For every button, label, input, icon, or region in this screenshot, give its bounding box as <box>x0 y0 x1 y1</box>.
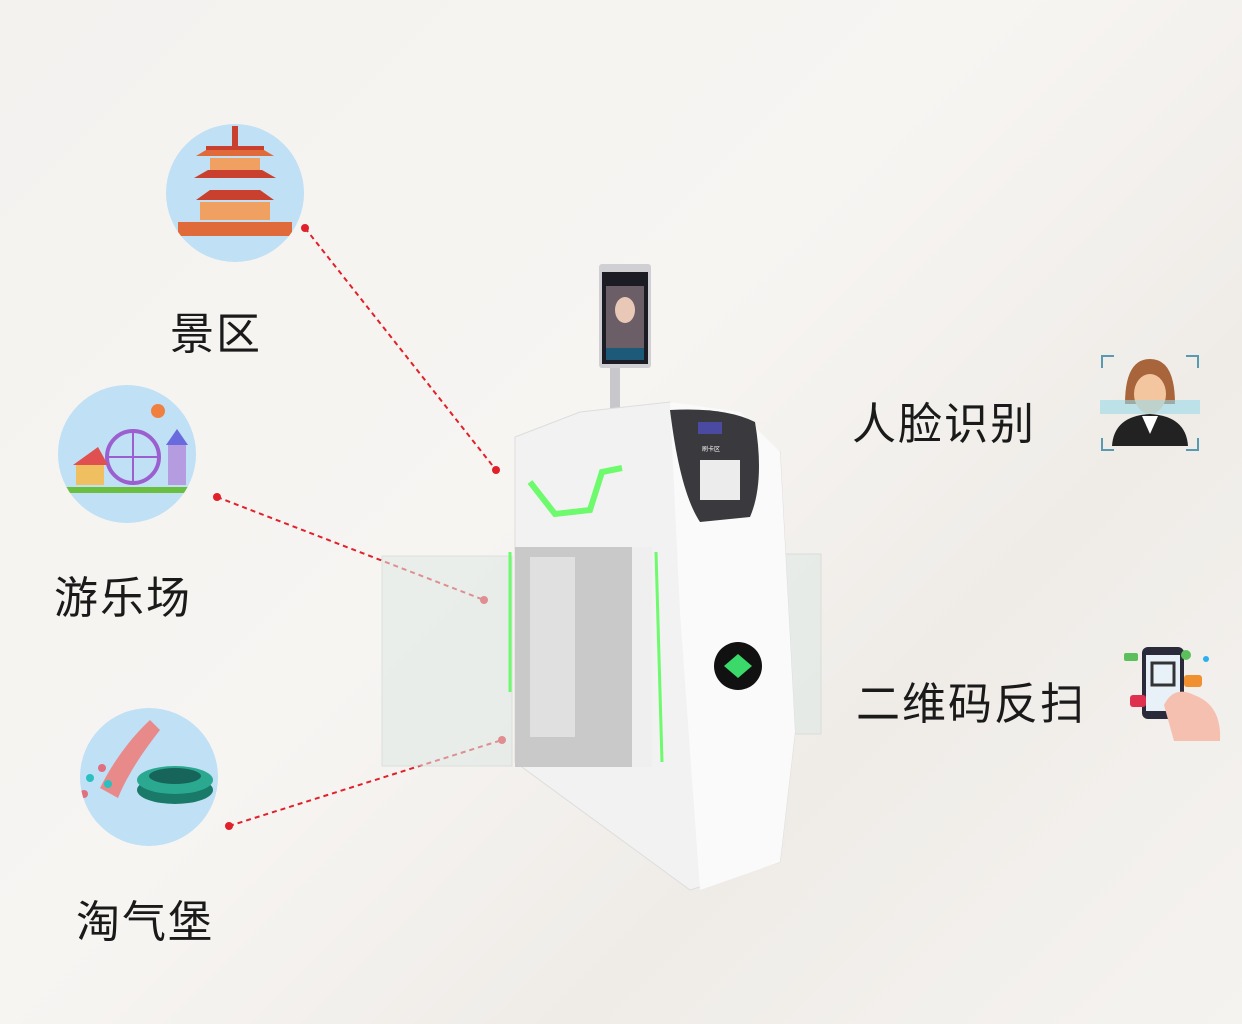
connector-dot <box>492 466 500 474</box>
connector-dot <box>213 493 221 501</box>
scenario-label-amusement: 游乐场 <box>54 573 192 624</box>
playground-icon <box>80 708 218 846</box>
turnstile-gate-illustration: 刷卡区 <box>380 262 830 902</box>
connector-dot <box>301 224 309 232</box>
feature-label-qr: 二维码反扫 <box>856 679 1086 730</box>
scenario-label-playground: 淘气堡 <box>76 897 214 948</box>
pagoda-icon <box>166 124 304 262</box>
connector-dot <box>225 822 233 830</box>
qr-scan-phone-icon <box>1124 645 1222 743</box>
amusement-park-icon <box>58 385 196 523</box>
card-reader-label: 刷卡区 <box>702 446 721 453</box>
connector-line-scenic <box>304 227 497 471</box>
feature-label-face: 人脸识别 <box>852 399 1036 450</box>
face-recognition-icon <box>1100 354 1200 452</box>
scenario-label-scenic: 景区 <box>170 309 262 360</box>
